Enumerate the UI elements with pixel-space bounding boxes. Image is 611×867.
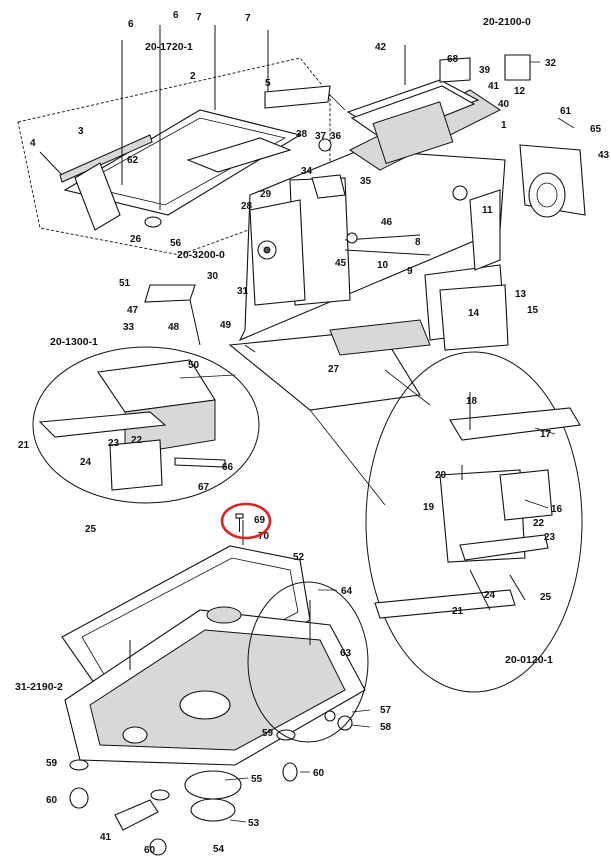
callout-22: 22 [131, 435, 143, 446]
callout-24: 24 [484, 590, 496, 601]
callout-50: 50 [188, 360, 200, 371]
callout-33: 33 [123, 322, 135, 333]
callout-23: 23 [544, 532, 556, 543]
callout-67: 67 [198, 482, 210, 493]
callout-58: 58 [380, 722, 392, 733]
assembly-label-20-1720-1: 20-1720-1 [145, 41, 193, 53]
callout-15: 15 [527, 305, 539, 316]
callout-57: 57 [380, 705, 392, 716]
callout-41: 41 [488, 81, 500, 92]
callout-60: 60 [144, 845, 156, 856]
callout-21: 21 [452, 606, 464, 617]
callout-49: 49 [220, 320, 232, 331]
callout-13: 13 [515, 289, 527, 300]
callout-60: 60 [313, 768, 325, 779]
highlight-circle [220, 502, 272, 540]
assembly-label-20-1300-1: 20-1300-1 [50, 336, 98, 348]
callout-53: 53 [248, 818, 260, 829]
callout-51: 51 [119, 278, 131, 289]
callout-27: 27 [328, 364, 340, 375]
callout-19: 19 [423, 502, 435, 513]
callout-70: 70 [258, 531, 270, 542]
assembly-label-20-0120-1: 20-0120-1 [505, 654, 553, 666]
callout-66: 66 [222, 462, 234, 473]
callout-36: 36 [330, 131, 342, 142]
callout-69: 69 [254, 515, 266, 526]
callout-38: 38 [296, 129, 308, 140]
puller-assembly [365, 351, 583, 693]
callout-21: 21 [18, 440, 30, 451]
assembly-label-31-2190-2: 31-2190-2 [15, 681, 63, 693]
callout-61: 61 [560, 106, 572, 117]
callout-26: 26 [130, 234, 142, 245]
callout-17: 17 [540, 429, 552, 440]
callout-40: 40 [498, 99, 510, 110]
callout-47: 47 [127, 305, 139, 316]
callout-62: 62 [127, 155, 139, 166]
callout-42: 42 [375, 42, 387, 53]
top-cover-assembly [17, 25, 331, 256]
callout-28: 28 [241, 201, 253, 212]
callout-10: 10 [377, 260, 389, 271]
callout-32: 32 [545, 58, 557, 69]
callout-18: 18 [466, 396, 478, 407]
assembly-label-20-3200-0: 20-3200-0 [177, 249, 225, 261]
callout-14: 14 [468, 308, 480, 319]
callout-56: 56 [170, 238, 182, 249]
callout-leaders [224, 61, 575, 823]
callout-1: 1 [501, 120, 507, 131]
callout-64: 64 [341, 586, 353, 597]
callout-43: 43 [598, 150, 610, 161]
callout-6: 6 [128, 19, 134, 30]
callout-54: 54 [213, 844, 225, 855]
callout-59: 59 [262, 728, 274, 739]
callout-63: 63 [340, 648, 352, 659]
callout-25: 25 [85, 524, 97, 535]
callout-48: 48 [168, 322, 180, 333]
callout-68: 68 [447, 54, 459, 65]
callout-11: 11 [482, 205, 493, 216]
callout-55: 55 [251, 774, 263, 785]
callout-9: 9 [407, 266, 413, 277]
callout-65: 65 [590, 124, 602, 135]
callout-7: 7 [245, 13, 251, 24]
callout-31: 31 [237, 286, 249, 297]
callout-35: 35 [360, 176, 372, 187]
callout-8: 8 [415, 237, 421, 248]
callout-39: 39 [479, 65, 491, 76]
callout-4: 4 [30, 138, 36, 149]
callout-24: 24 [80, 457, 92, 468]
callout-30: 30 [207, 271, 219, 282]
bed-plate-assembly [61, 520, 369, 856]
sewing-head [228, 45, 586, 411]
callout-23: 23 [108, 438, 120, 449]
callout-25: 25 [540, 592, 552, 603]
callout-45: 45 [335, 258, 347, 269]
callout-41: 41 [100, 832, 112, 843]
callout-52: 52 [293, 552, 305, 563]
callout-29: 29 [260, 189, 272, 200]
callout-5: 5 [265, 78, 271, 89]
assembly-leaders [179, 94, 431, 506]
callout-22: 22 [533, 518, 545, 529]
assembly-label-20-2100-0: 20-2100-0 [483, 16, 531, 28]
callout-20: 20 [435, 470, 447, 481]
screw-69 [235, 513, 244, 532]
callout-16: 16 [551, 504, 563, 515]
callout-60: 60 [46, 795, 58, 806]
callout-46: 46 [381, 217, 393, 228]
chain-cutter-assembly [32, 284, 260, 504]
callout-59: 59 [46, 758, 58, 769]
callout-12: 12 [514, 86, 526, 97]
callout-6: 6 [173, 10, 179, 21]
callout-7: 7 [196, 12, 202, 23]
callout-2: 2 [190, 71, 196, 82]
callout-37: 37 [315, 131, 327, 142]
callout-3: 3 [78, 126, 84, 137]
callout-34: 34 [301, 166, 313, 177]
callout-labels: 20-1720-1 20-2100-0 20-3200-0 20-1300-1 … [15, 10, 610, 856]
